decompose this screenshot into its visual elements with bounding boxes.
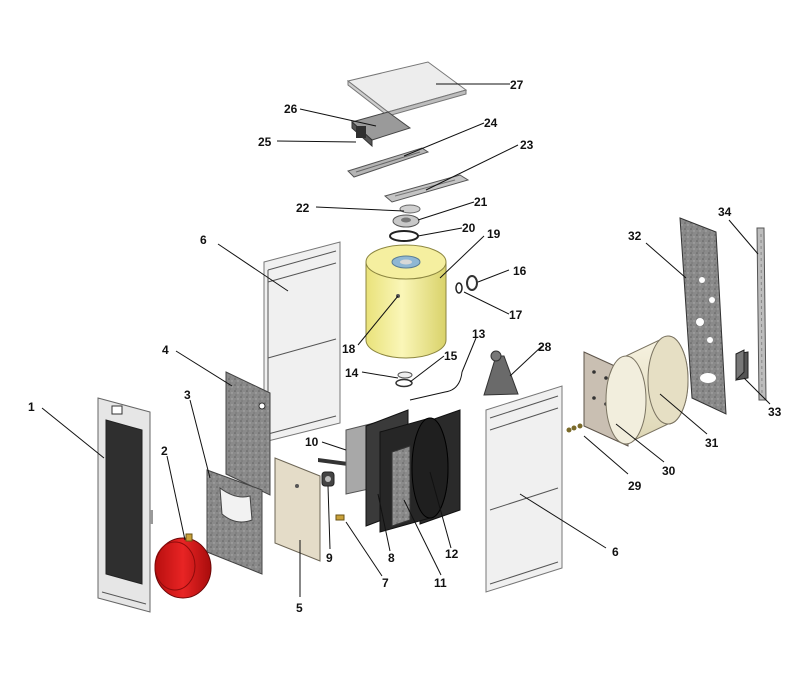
callout-10: 10 (305, 435, 319, 449)
part-12-combustion-chamber (365, 409, 461, 533)
callout-labels: 1 2 3 4 5 6 6 7 8 9 10 11 12 13 14 15 16… (28, 78, 782, 615)
callout-20: 20 (462, 221, 476, 235)
part-14-washer (397, 371, 413, 379)
callout-21: 21 (474, 195, 488, 209)
part-24-rail (347, 147, 430, 178)
callout-6a: 6 (200, 233, 207, 247)
callout-29: 29 (628, 479, 642, 493)
callout-5: 5 (296, 601, 303, 615)
callout-9: 9 (326, 551, 333, 565)
part-3-inner-insulation (206, 469, 263, 575)
callout-1: 1 (28, 400, 35, 414)
callout-28: 28 (538, 340, 552, 354)
callout-7: 7 (382, 576, 389, 590)
part-17-ring (455, 282, 463, 294)
callout-34: 34 (718, 205, 732, 219)
part-9-pump (318, 458, 348, 487)
callout-11: 11 (434, 576, 447, 590)
part-13-pipe (409, 371, 463, 401)
callout-6b: 6 (612, 545, 619, 559)
callout-8: 8 (388, 551, 395, 565)
part-33-bracket (735, 349, 749, 382)
callout-16: 16 (513, 264, 527, 278)
part-32-rear-insulation (679, 217, 727, 415)
callout-13: 13 (472, 327, 486, 341)
part-19-storage-tank (365, 244, 447, 359)
part-26-control-bracket (350, 111, 412, 148)
callout-12: 12 (445, 547, 459, 561)
callout-31: 31 (705, 436, 719, 450)
callout-15: 15 (444, 349, 458, 363)
part-28-bracket (483, 350, 519, 396)
part-21-flange (392, 214, 420, 228)
part-29-screws (566, 423, 583, 433)
callout-32: 32 (628, 229, 642, 243)
callout-24: 24 (484, 116, 498, 130)
part-4-insulation-panel (225, 371, 271, 496)
callout-18: 18 (342, 342, 356, 356)
leader-lines (41, 83, 771, 597)
callout-17: 17 (509, 308, 523, 322)
part-20-oring (389, 230, 419, 242)
callout-4: 4 (162, 343, 169, 357)
part-2-expansion-vessel (154, 533, 212, 599)
callout-30: 30 (662, 464, 676, 478)
part-6-side-panel-left (263, 241, 341, 443)
callout-14: 14 (345, 366, 359, 380)
callout-25: 25 (258, 135, 272, 149)
part-16-ring (466, 275, 478, 291)
callout-27: 27 (510, 78, 524, 92)
part-1-front-door (97, 397, 153, 613)
callout-19: 19 (487, 227, 501, 241)
callout-22: 22 (296, 201, 310, 215)
part-6-side-panel-right (485, 385, 563, 593)
part-22-disk (399, 204, 421, 214)
callout-26: 26 (284, 102, 298, 116)
part-31-drum (605, 335, 689, 445)
callout-33: 33 (768, 405, 782, 419)
part-23-rail (383, 174, 470, 203)
callout-2: 2 (161, 444, 168, 458)
part-7-fitting (335, 514, 345, 521)
part-15-oring (395, 378, 413, 388)
part-5-board (274, 457, 321, 562)
callout-23: 23 (520, 138, 534, 152)
part-34-vertical-rail (756, 227, 767, 401)
part-27-top-cover (346, 61, 468, 118)
callout-3: 3 (184, 388, 191, 402)
